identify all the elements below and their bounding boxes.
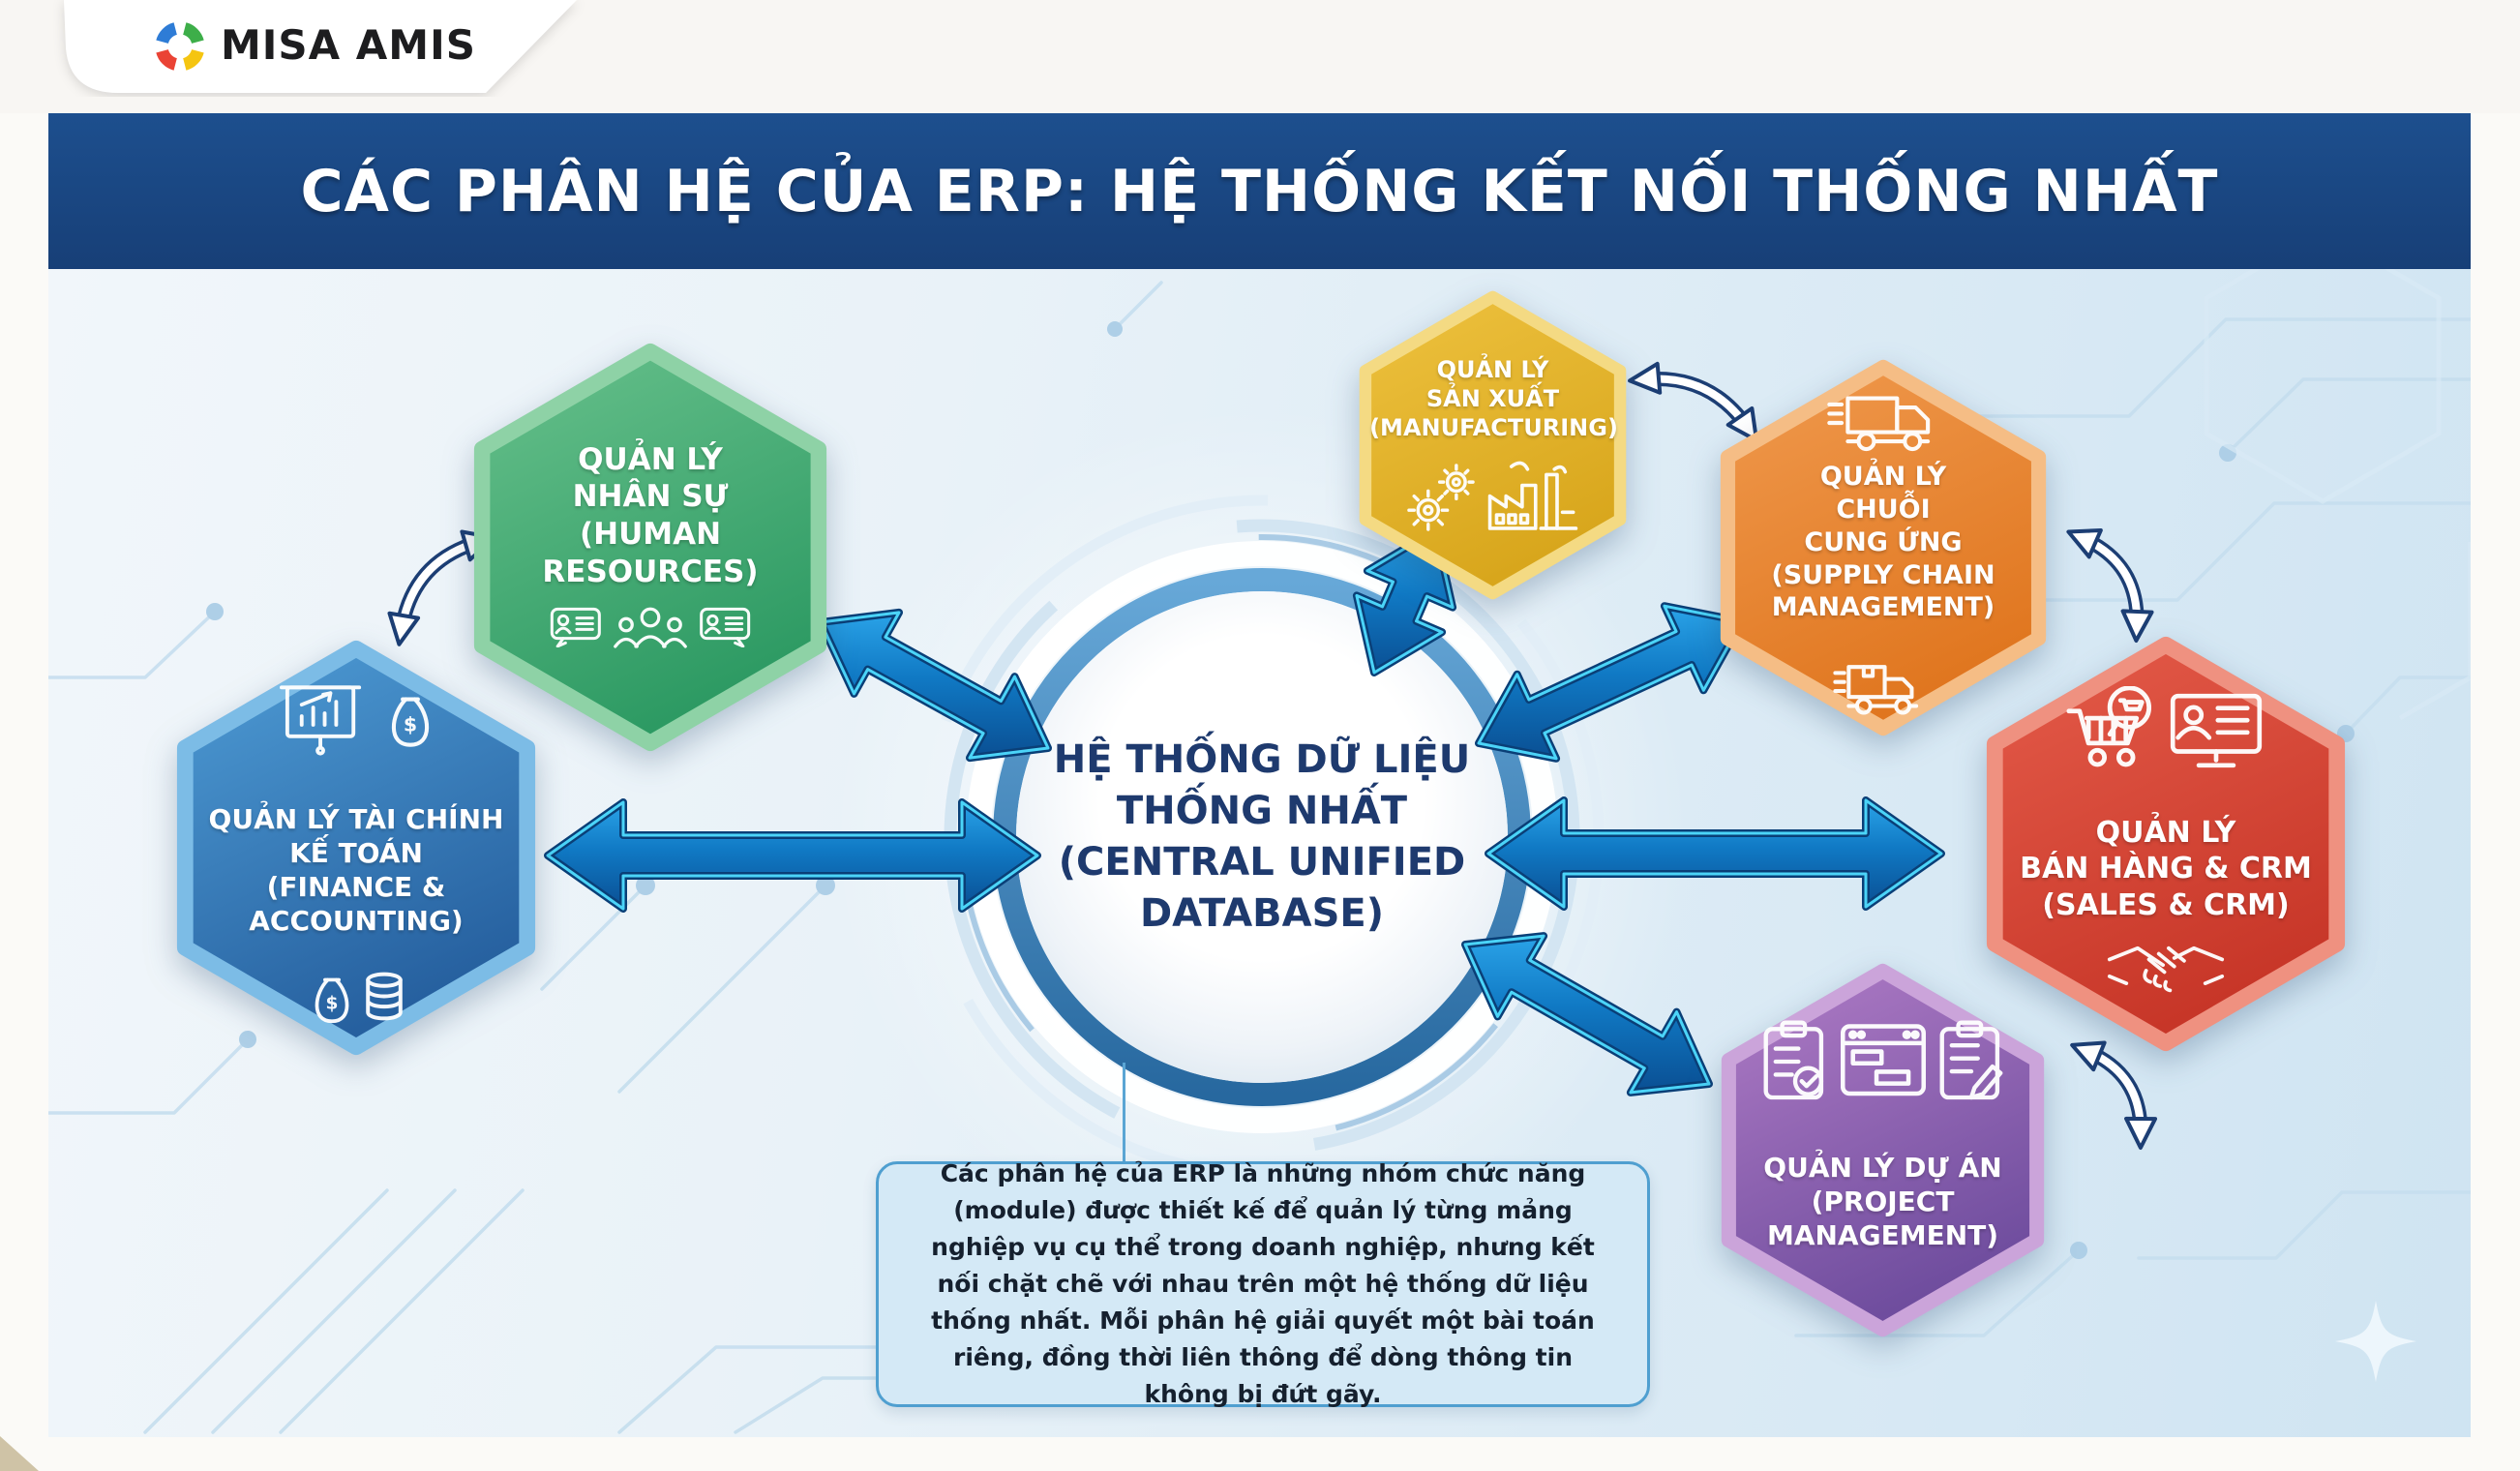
manufacturing-hexagon [1359,290,1627,600]
factory-icon [1487,461,1577,530]
cart-icon [2066,685,2152,766]
monitor-icon [2170,693,2263,767]
left-margin [0,113,48,1471]
kanban-icon [1840,1024,1926,1096]
module-scm-title: QUẢN LÝ CHUỖI CUNG ỨNG (SUPPLY CHAIN MAN… [1771,462,1995,623]
central-database-title: HỆ THỐNG DỮ LIỆU THỐNG NHẤT (CENTRAL UNI… [1053,737,1471,936]
finance-hexagon [176,640,536,1056]
svg-text:$: $ [326,993,339,1013]
title-banner: CÁC PHÂN HỆ CỦA ERP: HỆ THỐNG KẾT NỐI TH… [48,113,2471,269]
clipboard-pencil-icon [1939,1020,2002,1100]
hr-hexagon [473,343,827,752]
money-bag-icon: $ [315,977,349,1023]
hub-description-connector [1123,1063,1125,1163]
scm-hexagon [1720,359,2047,736]
module-hr-title: QUẢN LÝ NHÂN SỰ (HUMAN RESOURCES) [542,441,759,589]
logo-tab [64,0,577,93]
description-text: Các phân hệ của ERP là những nhóm chức n… [931,1159,1595,1408]
module-finance: $ QUẢN LÝ TÀI CHÍNH KẾ TOÁN (FINANCE & A… [176,640,536,1056]
module-pm-title: QUẢN LÝ DỰ ÁN (PROJECT MANAGEMENT) [1763,1151,2002,1251]
box-truck-icon [1833,665,1919,715]
chart-board-icon [280,685,362,756]
bottom-margin [48,1437,2471,1471]
gears-icon [1406,464,1475,531]
truck-icon [1827,396,1931,452]
module-hr: QUẢN LÝ NHÂN SỰ (HUMAN RESOURCES) [473,343,827,752]
module-pm: QUẢN LÝ DỰ ÁN (PROJECT MANAGEMENT) [1721,963,2045,1337]
pm-hexagon [1721,963,2045,1337]
chat-card-icon [700,607,751,647]
module-manufacturing: QUẢN LÝ SẢN XUẤT (MANUFACTURING) [1359,290,1627,600]
brand-name: MISA AMIS [221,21,476,69]
chat-card-icon [550,607,601,647]
handshake-icon [2107,946,2225,993]
money-bag-icon: $ [391,697,430,747]
page-title: CÁC PHÂN HỆ CỦA ERP: HỆ THỐNG KẾT NỐI TH… [300,157,2219,225]
clipboard-check-icon [1763,1020,1823,1100]
module-sales: QUẢN LÝ BÁN HÀNG & CRM (SALES & CRM) [1986,636,2346,1052]
module-finance-title: QUẢN LÝ TÀI CHÍNH KẾ TOÁN (FINANCE & ACC… [208,802,504,937]
description-box: Các phân hệ của ERP là những nhóm chức n… [876,1159,1650,1408]
module-scm: QUẢN LÝ CHUỖI CUNG ỨNG (SUPPLY CHAIN MAN… [1720,359,2047,736]
corner-decoration [0,1436,39,1471]
sparkle-icon [2335,1301,2416,1382]
module-sales-title: QUẢN LÝ BÁN HÀNG & CRM (SALES & CRM) [2020,815,2312,922]
coins-icon [366,972,403,1021]
right-margin [2471,113,2520,1471]
misa-logo-icon [156,22,204,71]
module-manufacturing-title: QUẢN LÝ SẢN XUẤT (MANUFACTURING) [1369,356,1618,442]
people-icon [614,607,687,648]
sales-hexagon [1986,636,2346,1052]
svg-text:$: $ [404,713,417,736]
